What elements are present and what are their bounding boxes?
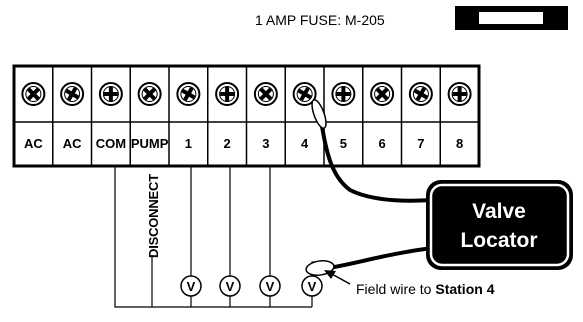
- valve-symbol-label: V: [226, 279, 235, 294]
- field-wire-label: Field wire to Station 4: [356, 281, 495, 297]
- terminal-label: 3: [262, 136, 269, 151]
- terminal-strip: AC AC COM PUMP 1 2 3 4 5 6 7 8: [12, 64, 481, 168]
- valve-symbol: V: [301, 275, 323, 297]
- fuse-symbol: [455, 6, 568, 30]
- field-wire-arrow: [324, 270, 351, 285]
- locator-leads: [318, 113, 434, 270]
- terminal-screw: [176, 82, 201, 106]
- terminal-screw: [292, 82, 317, 106]
- valve-locator-box: Valve Locator: [426, 180, 573, 270]
- terminal-screw: [408, 82, 433, 106]
- terminal-screw: [447, 82, 472, 106]
- terminal-screw: [60, 82, 85, 106]
- terminal-screw: [215, 82, 240, 106]
- valve-symbol-label: V: [187, 279, 196, 294]
- fuse-label: 1 AMP FUSE: M-205: [255, 12, 385, 28]
- terminal-label: PUMP: [131, 136, 169, 151]
- valve-symbol: V: [180, 275, 202, 297]
- terminal-label: 8: [456, 136, 463, 151]
- locator-line2: Locator: [460, 229, 537, 252]
- terminal-label: COM: [96, 136, 126, 151]
- field-wire-prefix: Field wire to: [356, 281, 435, 297]
- valve-symbol: V: [259, 275, 281, 297]
- terminal-label: 2: [224, 136, 231, 151]
- valve-symbol-label: V: [308, 279, 317, 294]
- terminal-screw: [137, 82, 162, 106]
- terminal-label: 1: [185, 136, 192, 151]
- terminal-label: 5: [340, 136, 347, 151]
- terminal-label: 7: [417, 136, 424, 151]
- terminal-screw: [253, 82, 278, 106]
- terminal-screw: [331, 82, 356, 106]
- terminal-label: 4: [301, 136, 309, 151]
- common-wiring: [114, 166, 318, 308]
- terminal-screw: [21, 82, 46, 106]
- terminal-screw: [370, 82, 395, 106]
- terminal-label: 6: [379, 136, 386, 151]
- locator-line1: Valve: [472, 200, 526, 223]
- disconnect-label: DISCONNECT: [146, 174, 161, 258]
- terminal-label: AC: [24, 136, 43, 151]
- terminal-screw: [98, 82, 123, 106]
- terminal-label: AC: [63, 136, 82, 151]
- valve-symbol: V: [219, 275, 241, 297]
- clip-terminal-4: [311, 99, 327, 129]
- field-wire-station: Station 4: [435, 281, 494, 297]
- valve-symbol-label: V: [266, 279, 275, 294]
